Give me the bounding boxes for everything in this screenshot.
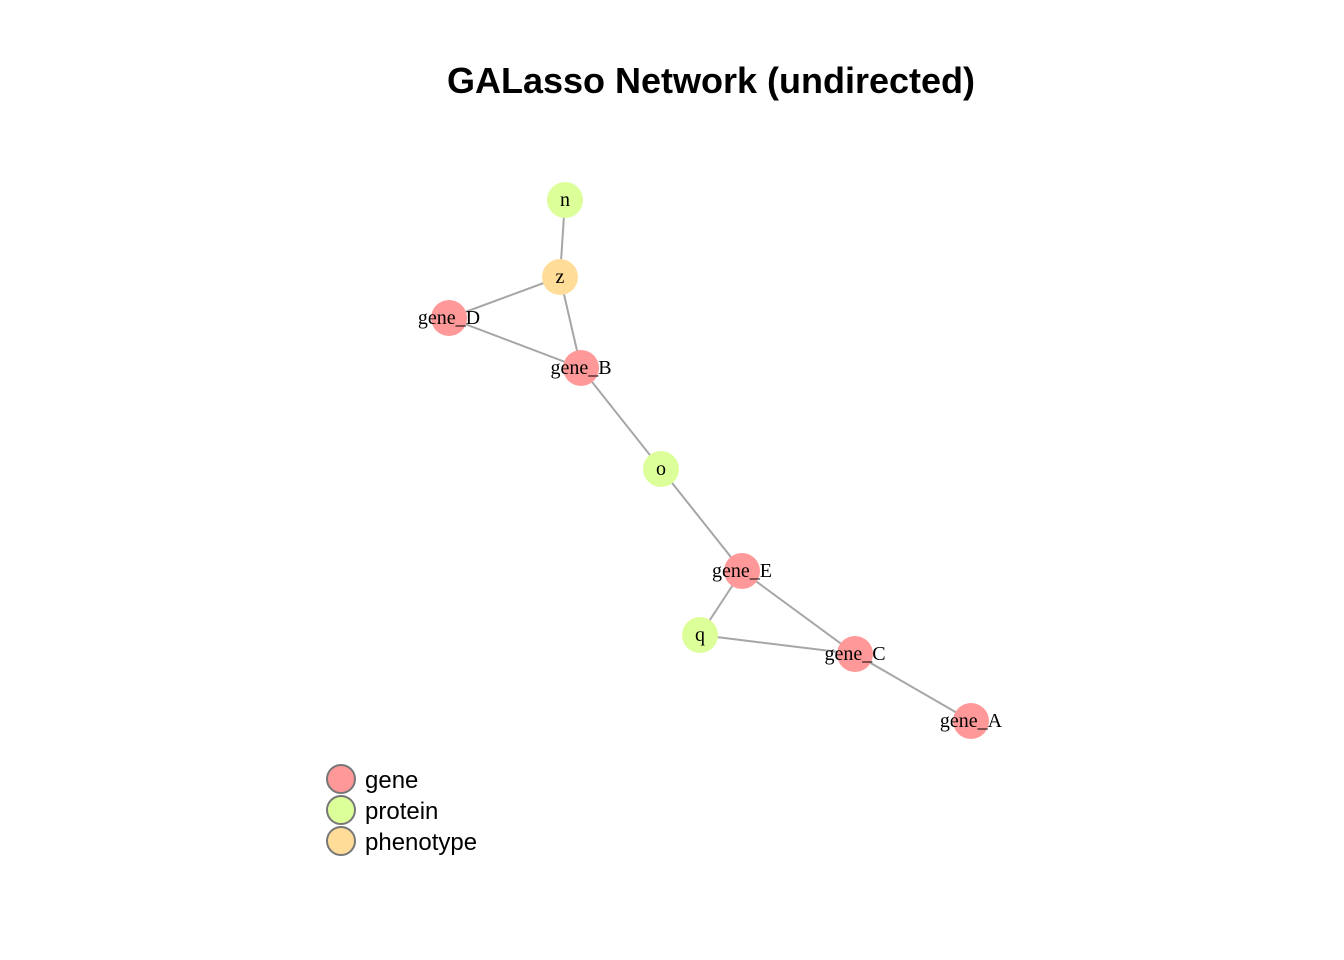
- node-gene_B: gene_B: [550, 350, 612, 386]
- node-circle-gene_B: [563, 350, 599, 386]
- node-gene_A: gene_A: [940, 703, 1003, 739]
- node-n: n: [547, 182, 583, 218]
- node-label-gene_B: gene_B: [550, 357, 611, 379]
- legend-swatch-phenotype: [326, 826, 356, 856]
- edge-o-gene_E: [660, 468, 743, 572]
- legend-label-phenotype: phenotype: [365, 829, 477, 856]
- node-circle-o: [643, 451, 679, 487]
- node-label-gene_C: gene_C: [824, 643, 885, 665]
- edge-gene_E-gene_C: [741, 570, 856, 655]
- legend-swatch-gene: [326, 764, 356, 794]
- node-gene_C: gene_C: [824, 636, 886, 672]
- edge-gene_D-gene_B: [448, 317, 582, 369]
- node-gene_D: gene_D: [418, 300, 480, 336]
- node-circle-z: [542, 259, 578, 295]
- node-label-gene_D: gene_D: [418, 307, 480, 329]
- node-label-n: n: [560, 189, 570, 211]
- edge-gene_C-gene_A: [854, 653, 972, 722]
- node-circle-q: [682, 617, 718, 653]
- diagram-title: GALasso Network (undirected): [447, 60, 975, 101]
- legend-label-gene: gene: [365, 767, 418, 794]
- node-gene_E: gene_E: [712, 553, 772, 589]
- node-label-q: q: [695, 624, 705, 646]
- node-circle-gene_C: [837, 636, 873, 672]
- node-circle-n: [547, 182, 583, 218]
- node-q: q: [682, 617, 718, 653]
- legend-item-gene: gene: [326, 764, 418, 794]
- edge-z-gene_D: [448, 276, 561, 319]
- legend-swatch-protein: [326, 795, 356, 825]
- edge-q-gene_C: [699, 634, 856, 655]
- node-label-gene_E: gene_E: [712, 560, 772, 582]
- node-circle-gene_A: [953, 703, 989, 739]
- node-label-o: o: [656, 458, 666, 480]
- legend-label-protein: protein: [365, 798, 438, 825]
- legend-item-phenotype: phenotype: [326, 826, 477, 856]
- legend: gene protein phenotype: [326, 764, 477, 856]
- legend-item-protein: protein: [326, 795, 438, 825]
- nodes-layer: n z gene_D gene_Bo gene_Eq gene_C gene_A: [418, 182, 1003, 739]
- node-label-z: z: [556, 266, 565, 288]
- edge-gene_B-o: [580, 367, 662, 470]
- node-z: z: [542, 259, 578, 295]
- node-circle-gene_E: [724, 553, 760, 589]
- node-o: o: [643, 451, 679, 487]
- node-circle-gene_D: [431, 300, 467, 336]
- node-label-gene_A: gene_A: [940, 710, 1003, 732]
